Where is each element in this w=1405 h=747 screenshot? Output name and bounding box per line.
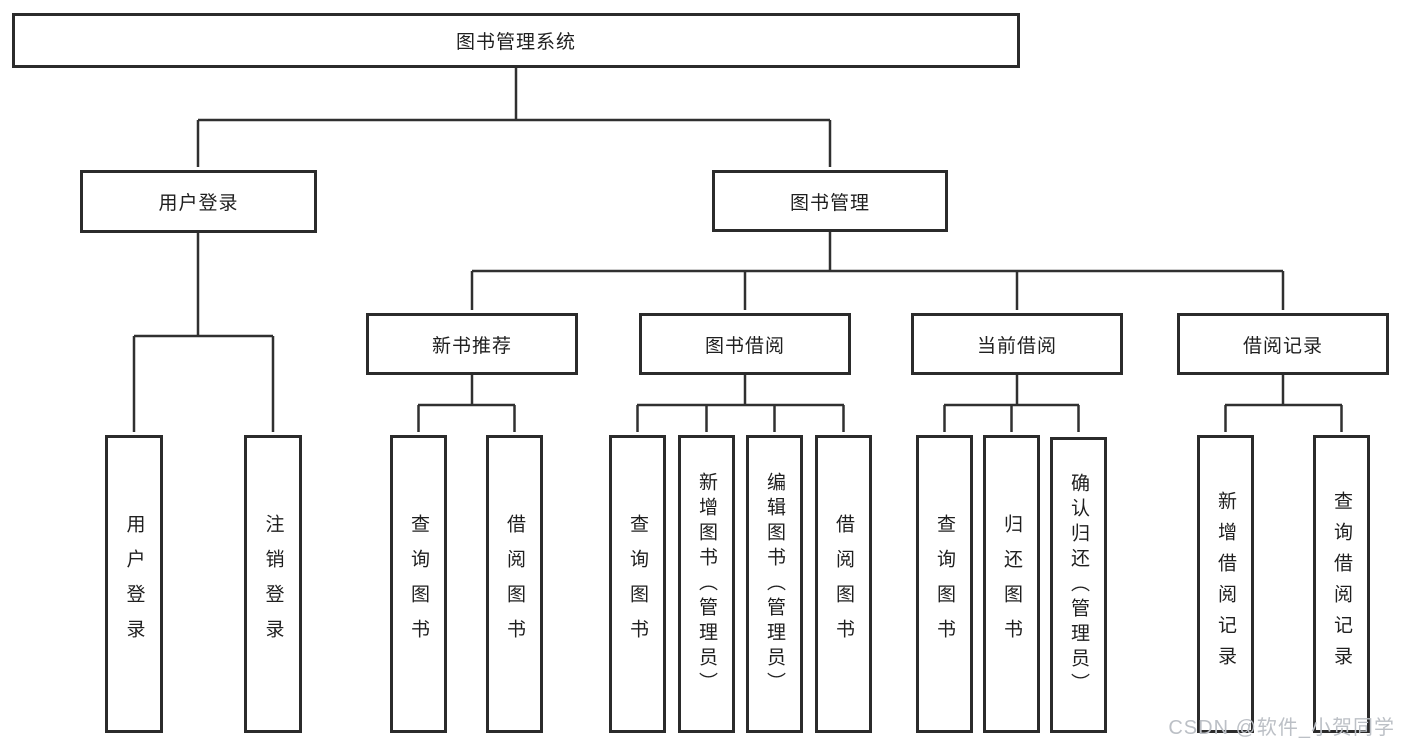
leaf-logout-label: 注销登录 <box>262 514 284 654</box>
node-borrow-records: 借阅记录 <box>1177 313 1389 375</box>
leaf-bb-add-books-admin: 新增图书（管理员） <box>678 435 735 733</box>
leaf-bb-edit-books-admin: 编辑图书（管理员） <box>746 435 803 733</box>
leaf-br-query-record-label: 查询借阅记录 <box>1331 491 1352 677</box>
node-borrow-records-label: 借阅记录 <box>1242 335 1323 357</box>
node-book-borrow-label: 图书借阅 <box>704 335 785 357</box>
node-root-label: 图书管理系统 <box>455 32 576 53</box>
leaf-nbr-query-books-label: 查询图书 <box>408 514 429 654</box>
leaf-cb-confirm-return-admin-label: 确认归还（管理员） <box>1068 472 1089 698</box>
leaf-user-login-label: 用户登录 <box>123 514 145 654</box>
leaf-logout: 注销登录 <box>244 435 302 733</box>
node-book-management-label: 图书管理 <box>789 192 870 214</box>
leaf-user-login: 用户登录 <box>105 435 163 733</box>
csdn-watermark: CSDN @软件_小贺同学 <box>1168 717 1395 739</box>
leaf-bb-add-books-admin-label: 新增图书（管理员） <box>696 471 717 697</box>
leaf-bb-edit-books-admin-label: 编辑图书（管理员） <box>764 471 785 697</box>
leaf-bb-query-books: 查询图书 <box>609 435 666 733</box>
leaf-br-query-record: 查询借阅记录 <box>1313 435 1370 733</box>
leaf-br-add-record: 新增借阅记录 <box>1197 435 1254 733</box>
node-root: 图书管理系统 <box>12 13 1020 68</box>
leaf-nbr-query-books: 查询图书 <box>390 435 447 733</box>
leaf-cb-query-books-label: 查询图书 <box>934 514 955 654</box>
node-current-borrow: 当前借阅 <box>911 313 1123 375</box>
leaf-bb-borrow-books: 借阅图书 <box>815 435 872 733</box>
leaf-cb-return-books-label: 归还图书 <box>1001 514 1022 654</box>
leaf-br-add-record-label: 新增借阅记录 <box>1215 491 1236 677</box>
leaf-cb-confirm-return-admin: 确认归还（管理员） <box>1050 437 1107 733</box>
leaf-bb-borrow-books-label: 借阅图书 <box>833 514 854 654</box>
leaf-cb-return-books: 归还图书 <box>983 435 1040 733</box>
leaf-bb-query-books-label: 查询图书 <box>627 514 648 654</box>
node-current-borrow-label: 当前借阅 <box>976 335 1057 357</box>
node-book-borrow: 图书借阅 <box>639 313 851 375</box>
leaf-nbr-borrow-books-label: 借阅图书 <box>504 514 525 654</box>
node-user-login-label: 用户登录 <box>158 193 239 214</box>
leaf-nbr-borrow-books: 借阅图书 <box>486 435 543 733</box>
node-new-book-recommend-label: 新书推荐 <box>431 335 512 357</box>
node-book-management: 图书管理 <box>712 170 948 232</box>
node-new-book-recommend: 新书推荐 <box>366 313 578 375</box>
leaf-cb-query-books: 查询图书 <box>916 435 973 733</box>
node-user-login: 用户登录 <box>80 170 317 233</box>
